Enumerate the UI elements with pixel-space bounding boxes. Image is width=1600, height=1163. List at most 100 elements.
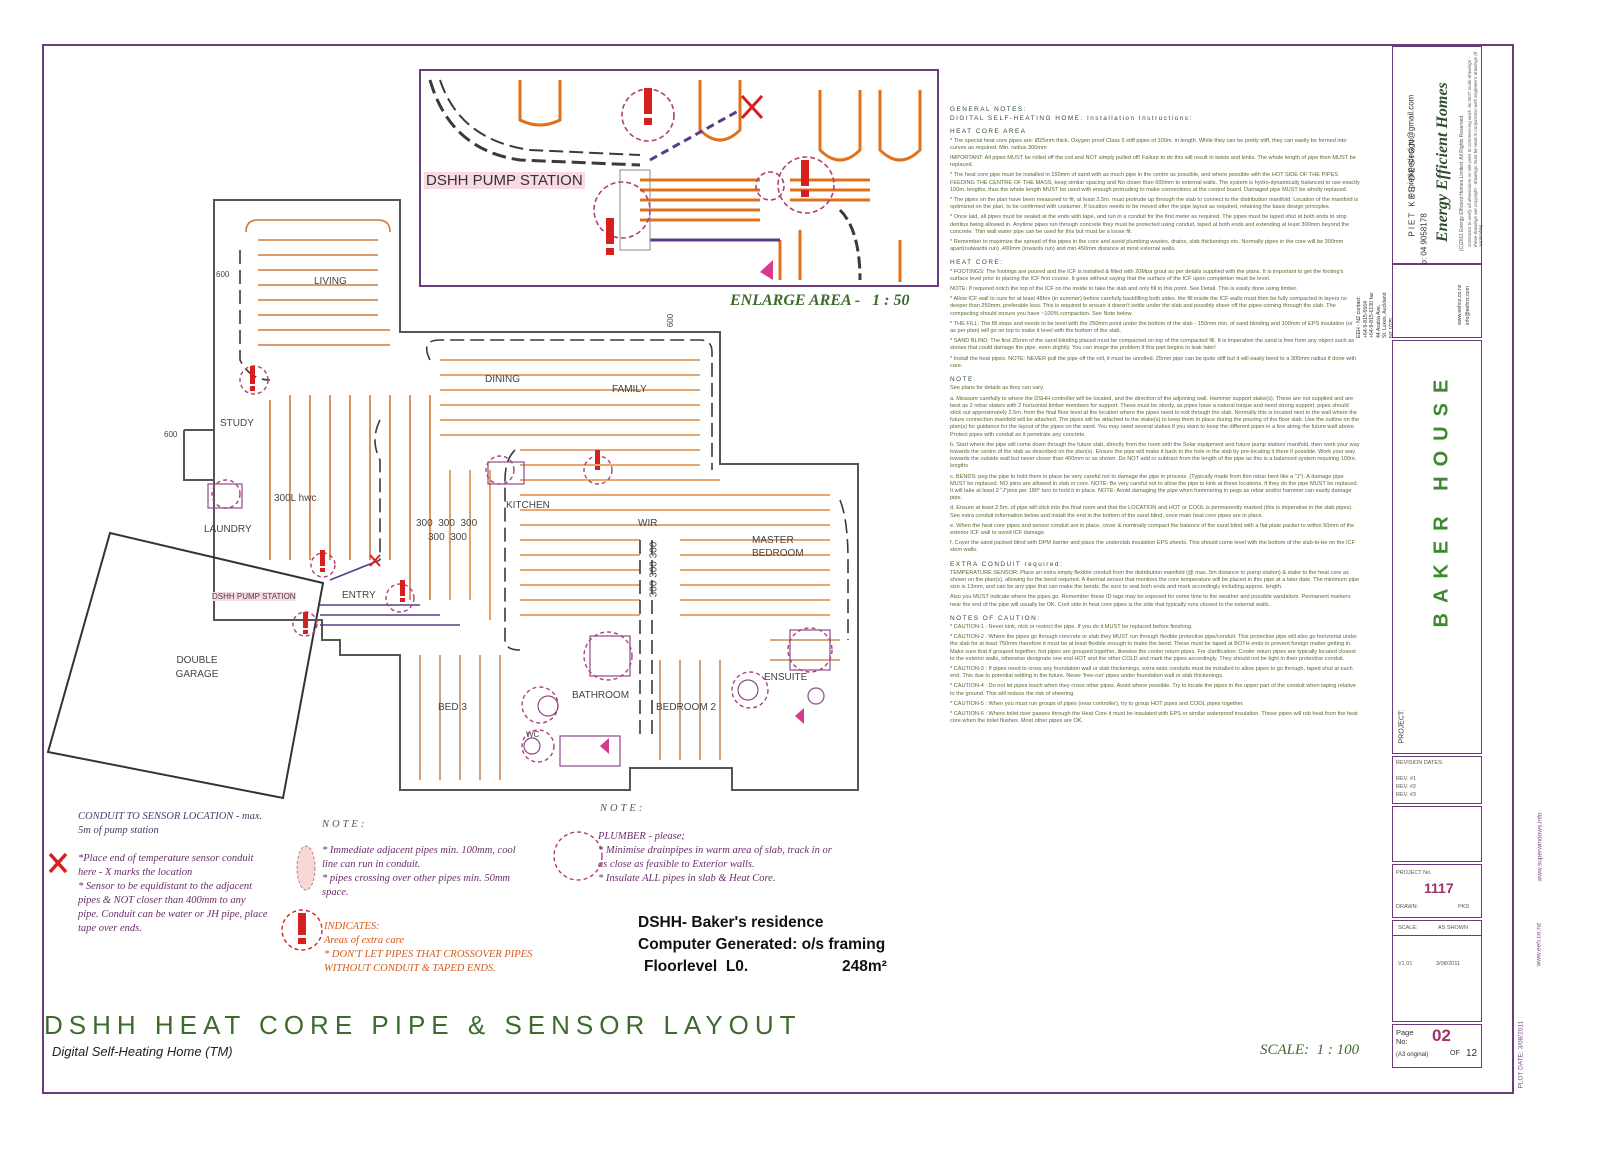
note-heading-pipes: NOTE: [322, 819, 368, 830]
dimension-600-living: 600 [216, 270, 230, 279]
spec-paragraph: IMPORTANT: All pipes MUST be rolled off … [950, 155, 1356, 169]
plumber-line-2: * Minimise drainpipes in warm area of sl… [598, 845, 832, 870]
pipe-note-line-2: * pipes crossing over other pipes min. 5… [322, 873, 511, 898]
enlarge-area-caption: ENLARGE AREA - 1 : 50 [730, 292, 910, 309]
plot-date: PLOT DATE: 3/08/2011 [1517, 1020, 1525, 1089]
plan-alert-marks [250, 366, 600, 634]
conduit-note-title: CONDUIT TO SENSOR LOCATION - max. 5m of … [78, 811, 263, 836]
spec-extra-conduit-heading: EXTRA CONDUIT required: [950, 560, 1064, 568]
legend-plumber-circle [553, 831, 603, 881]
version-date: 3/08/2011 [1436, 961, 1461, 967]
room-bathroom: BATHROOM [572, 690, 630, 701]
titleblock-firm-box [1392, 46, 1482, 264]
plan-sensor-x [369, 554, 381, 567]
spec-paragraph: * SAND BLIND: The first 25mm of the sand… [950, 338, 1355, 352]
room-garage: DOUBLE GARAGE [175, 655, 219, 680]
revision-2: REV. #2 [1396, 784, 1416, 790]
spec-paragraph: * Once laid, all pipes must be sealed at… [950, 214, 1350, 235]
spec-paragraph: * Allow ICF wall to cure for at least 48… [950, 296, 1348, 317]
spec-paragraph: * CAUTION-3 : If pipes need to cross any… [950, 666, 1353, 680]
titleblock-contact-box [1392, 264, 1482, 338]
contractor-note: contractor to verify all dimensions on s… [1467, 51, 1484, 247]
room-family: FAMILY [612, 384, 647, 395]
spec-paragraph: NOTE: If required notch the top of the I… [950, 286, 1298, 293]
sheet-subtitle: Digital Self-Heating Home (TM) [52, 1044, 233, 1059]
scale-value: AS SHOWN [1438, 925, 1468, 931]
indicates-line-1: INDICATES: [324, 921, 380, 932]
dimension-600-family: 600 [666, 313, 676, 328]
eeh-contact-line: NZ 1025 [1388, 318, 1395, 338]
enlarge-area-box [419, 69, 939, 287]
plan-arrows [600, 708, 804, 754]
drawn-value: PKD [1458, 904, 1470, 910]
spec-paragraph: * Install the heat pipes. NOTE: NEVER pu… [950, 355, 1357, 369]
garage-outline [46, 531, 325, 800]
eeh-contact-line: +64-9-815-5664 [1362, 300, 1369, 338]
residence-line-1: DSHH- Baker's residence [638, 914, 824, 931]
enlarge-sensor-x [740, 94, 764, 120]
spec-paragraph: * CAUTION-5 : When you must run groups o… [950, 700, 1244, 707]
spec-paragraph: * The heat core pipe must be installed i… [950, 172, 1360, 193]
spec-paragraph: * CAUTION-1 : Never kink, nick or restri… [950, 623, 1193, 630]
side-url-eeh: www.eeh.co.nz [1535, 922, 1543, 967]
scale-label: SCALE: [1398, 925, 1418, 931]
revision-3: REV. #3 [1396, 792, 1416, 798]
spec-paragraph: TEMPERATURE SENSOR: Place an extra empty… [950, 569, 1360, 591]
enlarge-alert-marks [606, 88, 809, 255]
page-label: Page No: [1396, 1028, 1414, 1046]
legend-alert-circle [281, 909, 323, 951]
dimension-300-row1: 300 300 300 [416, 518, 478, 529]
dimension-300-vertical: 300 300 300 [648, 541, 660, 598]
spec-paragraph: f. Cover the sand packed blind with DPM … [950, 540, 1356, 554]
spec-paragraph: * CAUTION-2 : Where the pipes go through… [950, 634, 1358, 662]
plan-alert-circles [211, 365, 833, 763]
spec-paragraph: b. Start where the pipe will come down t… [950, 441, 1360, 470]
titleblock-scale-box [1392, 920, 1482, 1022]
note-heading-plumber: NOTE: [600, 803, 646, 814]
room-ensuite: ENSUITE [764, 672, 808, 683]
room-kitchen: KITCHEN [506, 500, 550, 511]
spec-paragraph: Also you MUST indicate where the pipes g… [950, 594, 1351, 608]
residence-area: 248m² [842, 958, 887, 975]
eeh-web: www.eehnz.co.nz [1457, 284, 1463, 325]
dimension-600-study: 600 [164, 430, 178, 439]
residence-line-2: Computer Generated: o/s framing [638, 936, 886, 953]
room-study: STUDY [220, 418, 254, 429]
titleblock-blank-box [1392, 806, 1482, 862]
spec-caution-heading: NOTES OF CAUTION: [950, 614, 1041, 622]
firm-phone: p: 04 9058178 [1419, 213, 1429, 265]
plumber-line-3: * Insulate ALL pipes in slab & Heat Core… [598, 873, 776, 884]
brand-logo: Energy Efficient Homes [1434, 82, 1451, 242]
enlarge-area-pipes [428, 79, 922, 282]
titleblock-revision-box [1392, 756, 1482, 804]
sheet-scale: SCALE: 1 : 100 [1260, 1042, 1360, 1058]
spec-paragraph: * CAUTION-4 : Do not let pipes touch whe… [950, 683, 1356, 697]
side-url-superwindows: www.superwindows.info [1536, 812, 1544, 882]
drawn-label: DRAWN: [1396, 904, 1419, 910]
room-bedroom2: BEDROOM 2 [656, 702, 717, 713]
spec-paragraph: * CAUTION-6 : Where toilet riser passes … [950, 711, 1358, 725]
eeh-mail: info@eehnz.com [1465, 285, 1471, 325]
legend-oval [296, 845, 316, 891]
page-of-label: OF [1450, 1050, 1460, 1057]
spec-paragraph: * The pipes on the plan have been measur… [950, 197, 1359, 211]
spec-paragraph: See plans for details as they can vary. [950, 385, 1045, 392]
indicates-line-2: Areas of extra care [324, 935, 404, 946]
room-bed3: BED 3 [438, 702, 467, 713]
eeh-contact-heading: EEH - NZ contact: [1356, 296, 1362, 338]
pipe-note-line-1: * Immediate adjacent pipes min. 100mm, c… [322, 845, 516, 870]
scale-divider [1392, 935, 1482, 936]
project-no-label: PROJECT No. [1396, 870, 1432, 876]
legend-alert-dot [298, 938, 306, 944]
version-label: V1.01 [1398, 961, 1413, 967]
room-living: LIVING [314, 276, 347, 287]
eeh-contact-line: 44 Arabia Ave, [1375, 304, 1382, 338]
room-wir: WIR [638, 518, 658, 529]
spec-paragraph: c. BENDS: peg the pipe to hold them in p… [950, 473, 1359, 502]
spec-paragraph: a. Measure carefully to where the DSHH c… [950, 395, 1360, 438]
eeh-contact-block: EEH - NZ contact: +64-9-815-5664 +64-9-8… [1356, 268, 1426, 338]
project-no: 1117 [1424, 880, 1454, 896]
eeh-contact-line: St. Lukes, Auckland [1382, 292, 1389, 338]
project-name: BAKER HOUSE [1430, 369, 1453, 628]
